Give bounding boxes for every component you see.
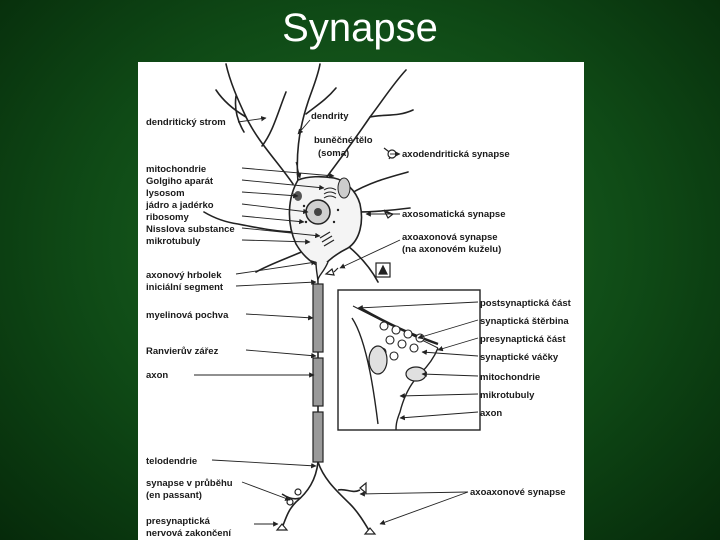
label-presynapticka: presynaptická	[146, 516, 211, 527]
neuron-diagram: dendritický strom dendrity buněčné tělo …	[145, 63, 572, 539]
label-axoaxonove-synapse: axoaxonové synapse	[470, 487, 566, 498]
soma-mitochondrion	[337, 177, 351, 199]
label-ribosomy: ribosomy	[146, 212, 189, 223]
label-dendriticky-strom: dendritický strom	[146, 117, 226, 128]
label-mitochondrie: mitochondrie	[146, 164, 206, 175]
label-telodendrie: telodendrie	[146, 456, 197, 467]
axon-hillock	[315, 261, 329, 285]
label-axoaxonova-synapse: axoaxonová synapse	[402, 232, 498, 243]
label-ranvieruv-zarez: Ranvierův zářez	[146, 346, 219, 357]
neuron-diagram-figure: dendritický strom dendrity buněčné tělo …	[138, 62, 584, 540]
soma	[288, 175, 363, 270]
label-axonovy-hrbolek: axonový hrbolek	[146, 270, 222, 281]
label-axosomaticka-synapse: axosomatická synapse	[402, 209, 506, 220]
leader-lines	[194, 116, 479, 527]
label-axodendriticka-synapse: axodendritická synapse	[402, 149, 510, 160]
synapse-inset	[337, 289, 481, 431]
label-inset-axon: axon	[480, 408, 502, 419]
label-jadro-a-jaderko: jádro a jadérko	[145, 200, 214, 211]
label-nisslova-substance: Nisslova substance	[146, 224, 235, 235]
label-synapticka-sterbina: synaptická štěrbina	[480, 316, 569, 327]
label-na-axonovem-kuzelu: (na axonovém kuželu)	[402, 244, 501, 255]
label-inset-mitochondrie: mitochondrie	[480, 372, 540, 383]
nucleolus	[314, 208, 322, 216]
label-synapse-v-prubehu: synapse v průběhu	[146, 478, 233, 489]
label-postsynapticka-cast: postsynaptická část	[480, 298, 572, 309]
label-mikrotubuly: mikrotubuly	[146, 236, 201, 247]
inset-mitochondrion	[368, 345, 388, 375]
label-dendrity: dendrity	[311, 111, 349, 122]
label-soma: (soma)	[318, 148, 349, 159]
label-synapticke-vacky: synaptické váčky	[480, 352, 559, 363]
label-inset-mikrotubuly: mikrotubuly	[480, 390, 535, 401]
label-presynapticka-cast: presynaptická část	[480, 334, 566, 345]
label-lysosom: lysosom	[146, 188, 185, 199]
label-en-passant: (en passant)	[146, 490, 202, 501]
label-nervova-zakonceni: nervová zakončení	[146, 528, 231, 539]
ribosomes	[302, 204, 340, 224]
myelin-sheath	[312, 283, 324, 463]
slide-title: Synapse	[282, 6, 438, 50]
label-bunecne-telo: buněčné tělo	[314, 135, 373, 146]
label-inicialni-segment: iniciální segment	[146, 282, 224, 293]
label-axon: axon	[146, 370, 168, 381]
label-myelinova-pochva: myelinová pochva	[146, 310, 229, 321]
label-golgiho-aparat: Golgiho aparát	[146, 176, 214, 187]
telodendria	[281, 461, 371, 533]
nissl-substance	[319, 231, 335, 247]
golgi-apparatus	[323, 187, 337, 199]
